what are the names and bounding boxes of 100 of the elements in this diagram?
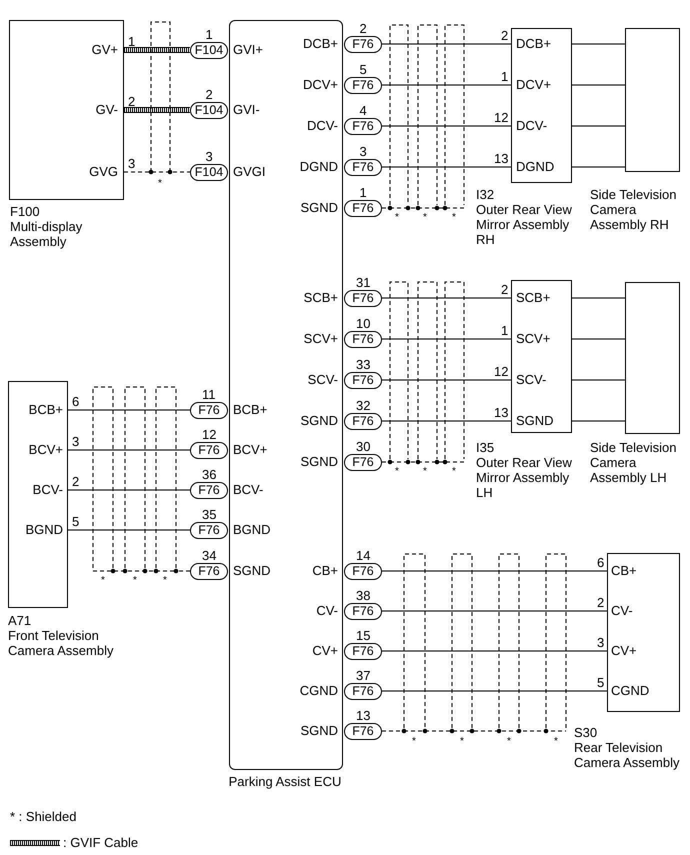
pin-number: 13 — [356, 708, 370, 722]
wire — [382, 650, 608, 652]
pin-number: 2 — [597, 596, 604, 609]
pin-number: 1 — [206, 28, 213, 40]
shield-mark: * — [395, 213, 399, 223]
shield-mark: * — [158, 179, 162, 189]
component-label: Side Television Camera Assembly LH — [590, 440, 678, 485]
component-label: S30 — [574, 725, 598, 740]
gvif-cable — [124, 107, 190, 113]
shield-mark: * — [460, 737, 464, 747]
pin-number: 31 — [356, 276, 370, 288]
pin-name: GVI+ — [233, 42, 264, 57]
pin-number: 10 — [356, 316, 370, 330]
pin-number: 14 — [356, 548, 370, 562]
pin-number: 3 — [206, 150, 213, 162]
shield-mark: * — [554, 737, 558, 747]
pin-number: 13 — [494, 152, 508, 165]
component-label: Rear Television Camera Assembly — [574, 740, 680, 770]
component-label: A71 — [8, 613, 32, 628]
wire — [382, 338, 512, 340]
pin-name: GVI- — [233, 102, 261, 117]
pin-number: 34 — [202, 548, 216, 562]
pin-name: BGND — [233, 522, 272, 537]
component-label: Multi-display Assembly — [10, 219, 84, 249]
pin-name: BGND — [24, 522, 63, 537]
pin-name: SGND — [299, 413, 338, 428]
pin-number: 3 — [128, 157, 136, 170]
wire — [572, 338, 626, 340]
pin-name: SCB+ — [302, 290, 338, 305]
pin-name: SGND — [299, 200, 338, 215]
shield-mark: * — [423, 213, 427, 223]
gvif-cable — [124, 47, 190, 53]
pin-number: 4 — [360, 104, 367, 116]
pin-number: 1 — [501, 324, 508, 337]
shield-mark: * — [412, 737, 416, 747]
pin-name: GVGI — [233, 164, 267, 179]
pin-name: CB+ — [611, 563, 638, 578]
pin-number: 11 — [202, 388, 216, 400]
pin-name: SCB+ — [516, 290, 552, 305]
drain-wire — [382, 730, 402, 732]
wire — [572, 420, 626, 422]
component-label: I32 — [476, 187, 496, 202]
pin-name: DCV- — [306, 118, 338, 133]
pin-name: DCV+ — [516, 77, 552, 92]
pin-number: 2 — [501, 29, 508, 42]
wire — [382, 610, 608, 612]
pin-number: 1 — [360, 186, 367, 198]
component-label: Side Television Camera Assembly RH — [590, 187, 678, 232]
pin-name: BCB+ — [28, 402, 63, 417]
pin-name: SGND — [516, 413, 555, 428]
pin-name: GV+ — [90, 42, 118, 57]
pin-number: 5 — [360, 62, 367, 76]
shield-ground-bus — [90, 568, 179, 574]
pin-number: 6 — [597, 556, 604, 569]
pin-name: BCV+ — [28, 442, 63, 457]
shield-mark: * — [101, 576, 105, 586]
pin-number: 5 — [597, 676, 604, 689]
pin-name: SGND — [233, 563, 272, 578]
legend-note: * : Shielded — [10, 810, 76, 823]
pin-number: 1 — [501, 70, 508, 83]
wire — [572, 166, 626, 168]
pin-number: 2 — [206, 88, 213, 100]
drain-wire — [178, 570, 190, 572]
pin-number: 37 — [356, 668, 370, 682]
pin-name: SCV- — [306, 372, 338, 387]
component-label: Parking Assist ECU — [228, 774, 342, 789]
pin-name: DCV+ — [302, 77, 338, 92]
pin-number: 35 — [202, 508, 216, 520]
pin-number: 13 — [494, 406, 508, 419]
pin-name: SCV+ — [516, 331, 552, 346]
pin-number: 12 — [494, 111, 508, 124]
component-label: Front Television Camera Assembly — [8, 628, 114, 658]
pin-number: 36 — [202, 468, 216, 480]
pin-number: 3 — [597, 636, 604, 649]
wire — [382, 690, 608, 692]
component-label: Outer Rear View Mirror Assembly LH — [476, 455, 573, 500]
wire — [572, 84, 626, 86]
pin-number: 2 — [501, 283, 508, 296]
pin-name: SCV- — [516, 372, 548, 387]
shield-ground-bus — [401, 728, 569, 734]
pin-name: DCB+ — [302, 36, 338, 51]
shield-mark: * — [395, 467, 399, 477]
shield-mark: * — [507, 737, 511, 747]
shield-mark: * — [423, 467, 427, 477]
pin-name: DCB+ — [516, 36, 552, 51]
pin-name: DGND — [516, 159, 556, 174]
component-label: I35 — [476, 440, 496, 455]
pin-name: SGND — [299, 454, 338, 469]
pin-name: CV- — [611, 603, 634, 618]
shield-ground-bus — [387, 205, 467, 211]
pin-number: 3 — [360, 144, 367, 158]
pin-number: 33 — [356, 358, 370, 370]
legend-text: : GVIF Cable — [63, 836, 138, 849]
pin-name: CV+ — [611, 643, 638, 658]
pin-name: BCV- — [32, 482, 63, 497]
pin-number: 3 — [72, 435, 80, 448]
pin-name: GV- — [94, 102, 118, 117]
component-label: F100 — [10, 204, 41, 219]
wire — [382, 420, 512, 422]
pin-number: 32 — [356, 398, 370, 412]
